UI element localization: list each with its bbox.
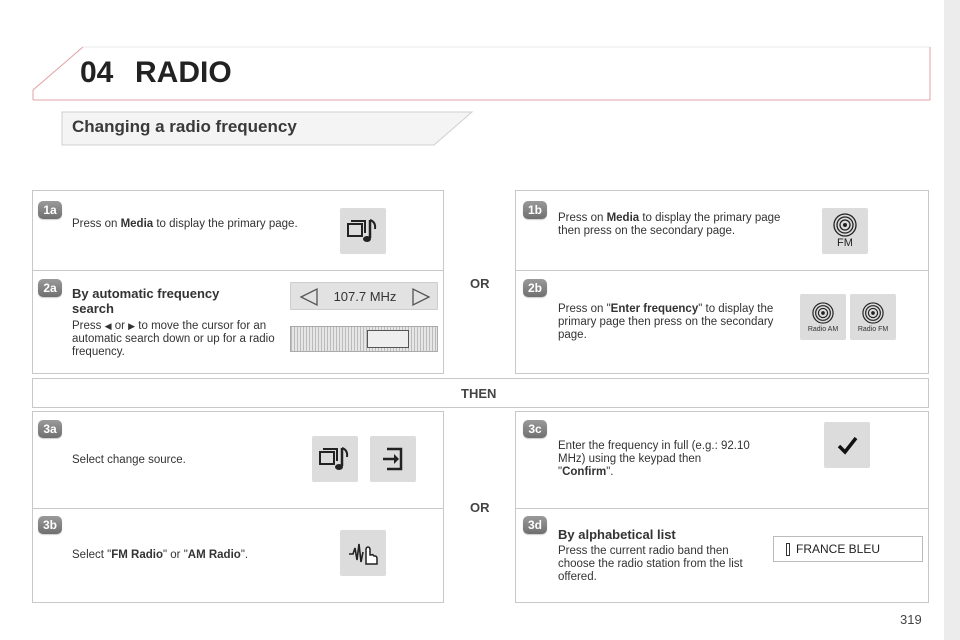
step-badge: 3a (38, 420, 62, 438)
arrow-left-icon: ◀ (104, 321, 112, 331)
enter-frequency-label: Enter frequency (610, 303, 699, 315)
text-fragment: " or " (163, 549, 188, 561)
text-fragment: Press (72, 320, 102, 332)
page-edge-bar (944, 0, 960, 640)
text-fragment: Select " (72, 549, 112, 561)
station-name: FRANCE BLEU (796, 542, 881, 556)
am-radio-label: AM Radio (187, 549, 241, 561)
or-connector: OR (470, 276, 490, 291)
step-heading: By alphabetical list (558, 527, 676, 542)
text-fragment: ". (606, 466, 614, 478)
header-decoration (32, 46, 931, 146)
media-source-button[interactable] (312, 436, 358, 482)
divider (516, 270, 928, 271)
text-fragment: ". (240, 549, 249, 561)
radio-am-label: Radio AM (807, 325, 839, 333)
step-badge: 3c (523, 420, 547, 438)
tune-down-icon[interactable] (299, 287, 319, 307)
step-heading: By automatic frequency search (72, 286, 220, 316)
radio-wave-icon (812, 301, 834, 324)
text-fragment: Press on " (558, 303, 611, 315)
divider (33, 508, 443, 509)
divider (33, 270, 443, 271)
media-source-icon (347, 219, 377, 242)
step-3b-text: Select "FM Radio" or "AM Radio". (72, 549, 312, 562)
frequency-value: 107.7 MHz (333, 289, 397, 304)
step-1b-text: Press on Media to display the primary pa… (558, 212, 786, 238)
arrow-right-icon: ▶ (128, 321, 136, 331)
radio-band-button[interactable] (340, 530, 386, 576)
text-fragment: or (114, 320, 125, 332)
text-fragment: Press on (72, 218, 121, 230)
confirm-button[interactable] (824, 422, 870, 468)
slider-thumb[interactable] (367, 330, 409, 348)
text-fragment: to display the primary page. (153, 218, 298, 230)
text-fragment: to display the primary page then press o… (558, 212, 781, 237)
confirm-label: Confirm (562, 466, 607, 478)
radio-fm-button[interactable]: Radio FM (850, 294, 896, 340)
frequency-slider[interactable] (290, 326, 438, 352)
panel-then (32, 378, 929, 408)
fm-radio-label: FM Radio (111, 549, 163, 561)
or-connector: OR (470, 500, 490, 515)
text-fragment: " to display the primary page then press… (558, 303, 774, 341)
fm-button[interactable]: FM (822, 208, 868, 254)
chapter-title: RADIO (135, 56, 232, 89)
step-badge: 1a (38, 201, 62, 219)
radio-fm-label: Radio FM (857, 325, 889, 333)
text-fragment: to move the cursor for an automatic sear… (72, 320, 275, 358)
text-fragment: Press on (558, 212, 607, 224)
step-badge: 2b (523, 279, 547, 297)
radio-wave-icon (833, 213, 857, 237)
radio-band-icon (349, 543, 378, 565)
radio-wave-icon (862, 301, 884, 324)
step-badge: 3b (38, 516, 62, 534)
page-number: 319 (900, 612, 922, 627)
fm-label: FM (837, 237, 853, 249)
station-list-item[interactable]: FRANCE BLEU (773, 536, 923, 562)
media-label: Media (606, 212, 640, 224)
divider (516, 508, 928, 509)
step-2b-text: Press on "Enter frequency" to display th… (558, 303, 786, 342)
media-label: Media (120, 218, 154, 230)
step-1a-text: Press on Media to display the primary pa… (72, 218, 298, 231)
step-3a-text: Select change source. (72, 454, 186, 466)
step-badge: 3d (523, 516, 547, 534)
media-source-icon (319, 447, 349, 470)
then-connector: THEN (461, 386, 497, 401)
radio-am-button[interactable]: Radio AM (800, 294, 846, 340)
step-2a-text: Press ◀ or ▶ to move the cursor for an a… (72, 320, 284, 359)
step-badge: 2a (38, 279, 62, 297)
list-item-marker (786, 543, 790, 556)
chapter-number: 04 (80, 56, 114, 89)
text-fragment: Enter the frequency in full (e.g.: 92.10… (558, 440, 750, 478)
section-title: Changing a radio frequency (72, 117, 297, 136)
check-icon (837, 436, 858, 455)
frequency-display: 107.7 MHz (290, 282, 438, 310)
media-icon[interactable] (340, 208, 386, 254)
step-3c-text: Enter the frequency in full (e.g.: 92.10… (558, 440, 758, 479)
step-3d-text: Press the current radio band then choose… (558, 545, 743, 583)
step-badge: 1b (523, 201, 547, 219)
change-source-icon (383, 447, 403, 471)
change-source-button[interactable] (370, 436, 416, 482)
tune-up-icon[interactable] (411, 287, 431, 307)
